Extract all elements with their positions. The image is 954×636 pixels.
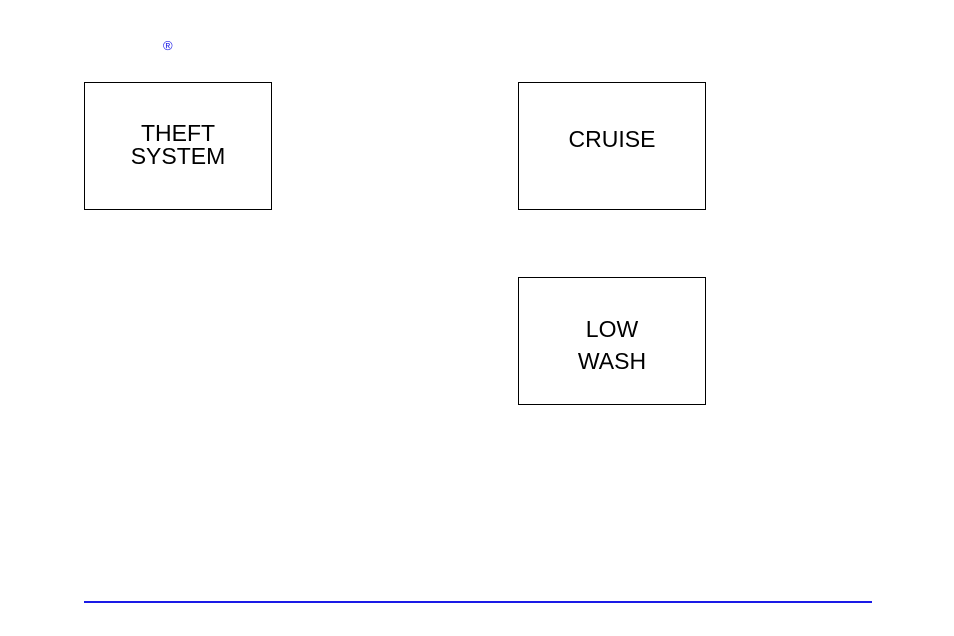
theft-system-label-line-1: THEFT (141, 122, 215, 145)
cruise-label: CRUISE (569, 125, 656, 153)
footer-divider (84, 601, 872, 603)
low-wash-indicator: LOW WASH (518, 277, 706, 405)
low-wash-label-line-1: LOW (586, 313, 638, 345)
cruise-indicator: CRUISE (518, 82, 706, 210)
registered-trademark-mark: ® (163, 38, 173, 54)
theft-system-label-line-2: SYSTEM (131, 145, 226, 168)
theft-system-indicator: THEFT SYSTEM (84, 82, 272, 210)
low-wash-label-line-2: WASH (578, 345, 646, 377)
